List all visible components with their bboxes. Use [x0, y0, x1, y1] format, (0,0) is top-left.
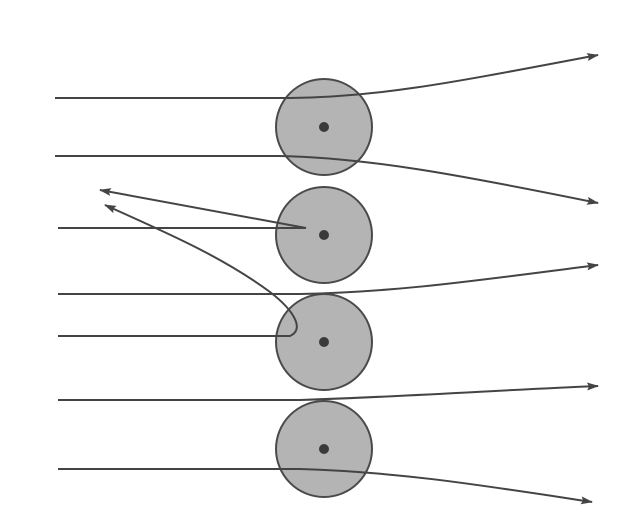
trajectories [55, 53, 599, 505]
trajectory-path-2 [55, 155, 599, 205]
nucleus-dot [319, 230, 329, 240]
nucleus-dot [319, 337, 329, 347]
trajectory-path-3 [58, 188, 307, 229]
sphere-3 [275, 293, 373, 391]
spheres [275, 78, 373, 498]
trajectory-path-1 [55, 53, 599, 99]
sphere-1 [275, 78, 373, 176]
nucleus-dot [319, 122, 329, 132]
sphere-2 [275, 186, 373, 284]
trajectory-path-5 [58, 204, 298, 337]
nucleus-dot [319, 444, 329, 454]
trajectory-path-4 [58, 262, 599, 295]
trajectory-path-7 [58, 468, 593, 505]
trajectory-path-6 [58, 382, 599, 401]
sphere-4 [275, 400, 373, 498]
